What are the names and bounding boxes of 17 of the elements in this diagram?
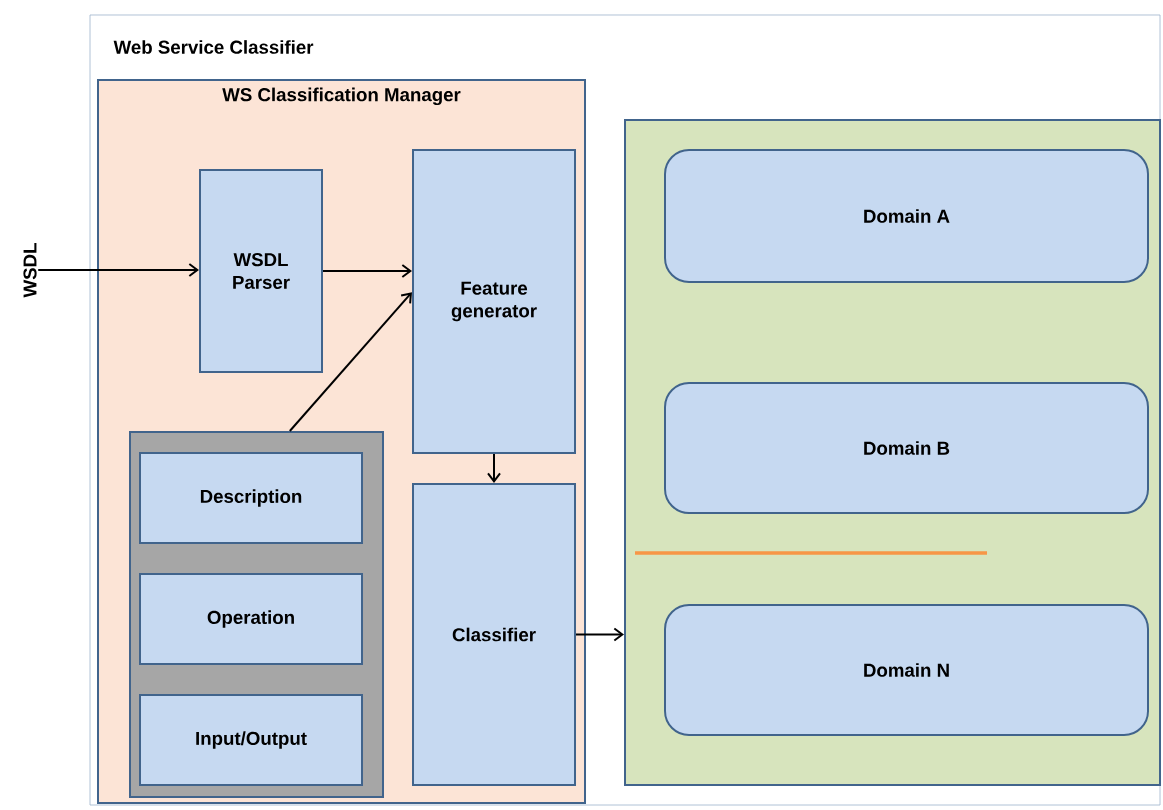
domain-box: Domain B [664,382,1149,514]
arrow [487,453,501,483]
process-box: Input/Output [139,694,363,786]
domain-box: Domain N [664,604,1149,736]
process-box: Feature generator [412,149,576,454]
process-box: WSDL Parser [199,169,323,373]
arrow [37,263,199,277]
domain-box: Domain A [664,149,1149,283]
arrow [322,264,412,278]
container-title: WS Classification Manager [222,87,461,106]
input-label: WSDL [23,243,37,298]
container-title: Web Service Classifier [113,40,314,54]
arrow [575,627,624,642]
process-box: Classifier [412,483,576,786]
process-box: Description [139,452,363,544]
arrow [288,292,412,432]
process-box: Operation [139,573,363,665]
